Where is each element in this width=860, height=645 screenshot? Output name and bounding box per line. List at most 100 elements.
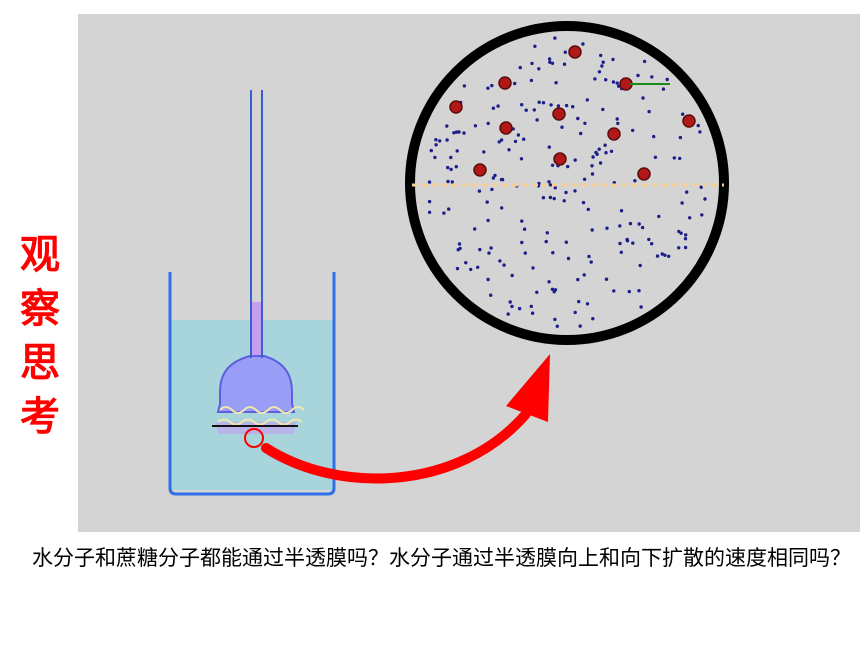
water-molecule: [549, 103, 553, 107]
water-molecule: [604, 151, 608, 155]
water-molecule: [618, 241, 622, 246]
water-molecule: [628, 221, 633, 226]
water-molecule: [493, 173, 497, 178]
water-molecule: [618, 224, 622, 228]
water-molecule: [523, 251, 527, 255]
water-molecule: [522, 227, 527, 231]
water-molecule: [499, 138, 504, 142]
water-molecule: [573, 310, 577, 315]
beaker-icon: [168, 272, 336, 496]
water-molecule: [700, 213, 704, 217]
water-molecule: [583, 121, 587, 126]
water-molecule: [490, 187, 494, 192]
water-molecule: [551, 251, 555, 255]
water-molecule: [434, 143, 438, 147]
water-molecule: [554, 81, 558, 85]
water-molecule: [655, 254, 660, 258]
water-molecule: [485, 200, 489, 204]
water-molecule: [590, 164, 594, 168]
water-molecule: [553, 288, 558, 292]
sucrose-molecule: [552, 107, 566, 121]
water-molecule: [639, 305, 643, 309]
water-molecule: [530, 311, 535, 315]
water-molecule: [547, 180, 551, 184]
water-molecule: [555, 324, 559, 328]
water-molecule: [678, 135, 683, 140]
water-molecule: [633, 179, 637, 183]
water-molecule: [683, 245, 688, 250]
water-molecule: [446, 165, 450, 170]
water-molecule: [678, 156, 682, 161]
water-molecule: [615, 81, 619, 85]
water-molecule: [454, 130, 459, 134]
water-molecule: [696, 123, 700, 128]
thistle-funnel-icon: [216, 355, 296, 413]
water-molecule: [642, 59, 647, 64]
water-molecule: [449, 155, 453, 160]
water-molecule: [524, 108, 528, 112]
water-molecule: [547, 280, 551, 284]
water-molecule: [560, 125, 564, 129]
water-molecules: [427, 36, 707, 328]
water-molecule: [446, 179, 450, 184]
side-title-char: 察: [20, 286, 60, 332]
water-molecule: [582, 273, 586, 277]
water-molecule: [457, 242, 462, 246]
water-molecule: [604, 78, 608, 82]
water-molecule: [612, 289, 616, 293]
water-molecule: [519, 157, 524, 161]
water-molecule: [486, 86, 490, 90]
water-molecule: [650, 242, 654, 246]
water-molecule: [510, 273, 514, 278]
water-molecule: [537, 181, 541, 186]
water-molecule: [489, 246, 493, 250]
water-molecule: [541, 101, 546, 105]
water-molecule: [698, 130, 702, 134]
water-molecule: [619, 250, 623, 254]
water-molecule: [679, 231, 683, 235]
water-molecule: [544, 239, 548, 244]
water-molecule: [552, 196, 556, 201]
water-molecule: [520, 103, 524, 107]
water-molecule: [458, 246, 462, 251]
water-molecule: [647, 109, 651, 114]
sucrose-molecule: [553, 152, 567, 166]
water-molecule: [499, 177, 504, 182]
water-molecule: [522, 137, 526, 141]
water-molecule: [677, 246, 681, 250]
water-molecule: [477, 189, 482, 193]
sucrose-molecule: [499, 121, 513, 135]
water-molecule: [530, 61, 534, 66]
water-molecule: [473, 227, 477, 231]
water-molecule: [573, 189, 577, 193]
side-title-char: 考: [20, 394, 60, 440]
osmosis-diagram-panel: [78, 14, 860, 532]
sucrose-molecule: [473, 163, 487, 177]
water-molecule: [491, 176, 496, 180]
water-molecule: [647, 237, 651, 242]
water-molecule: [547, 145, 551, 149]
water-molecule: [587, 254, 591, 259]
water-molecule: [553, 36, 557, 40]
water-molecule: [590, 172, 595, 176]
water-molecule: [638, 263, 642, 268]
water-molecule: [564, 190, 568, 195]
water-molecule: [529, 78, 534, 83]
water-molecule: [603, 143, 607, 147]
water-molecule: [550, 287, 555, 291]
water-molecule: [455, 149, 459, 153]
water-molecule: [627, 289, 631, 294]
curved-arrow-icon: [261, 409, 531, 484]
water-molecule: [564, 103, 569, 108]
sucrose-molecule: [449, 100, 463, 114]
water-molecule: [507, 148, 511, 152]
water-molecule: [482, 150, 486, 154]
arrow-head: [506, 354, 550, 422]
water-molecule: [541, 196, 546, 200]
water-molecule: [553, 186, 557, 190]
water-molecule: [516, 133, 521, 137]
water-molecule: [586, 207, 590, 212]
water-molecule: [464, 261, 468, 265]
water-molecule: [637, 222, 641, 226]
water-molecule: [591, 155, 595, 159]
